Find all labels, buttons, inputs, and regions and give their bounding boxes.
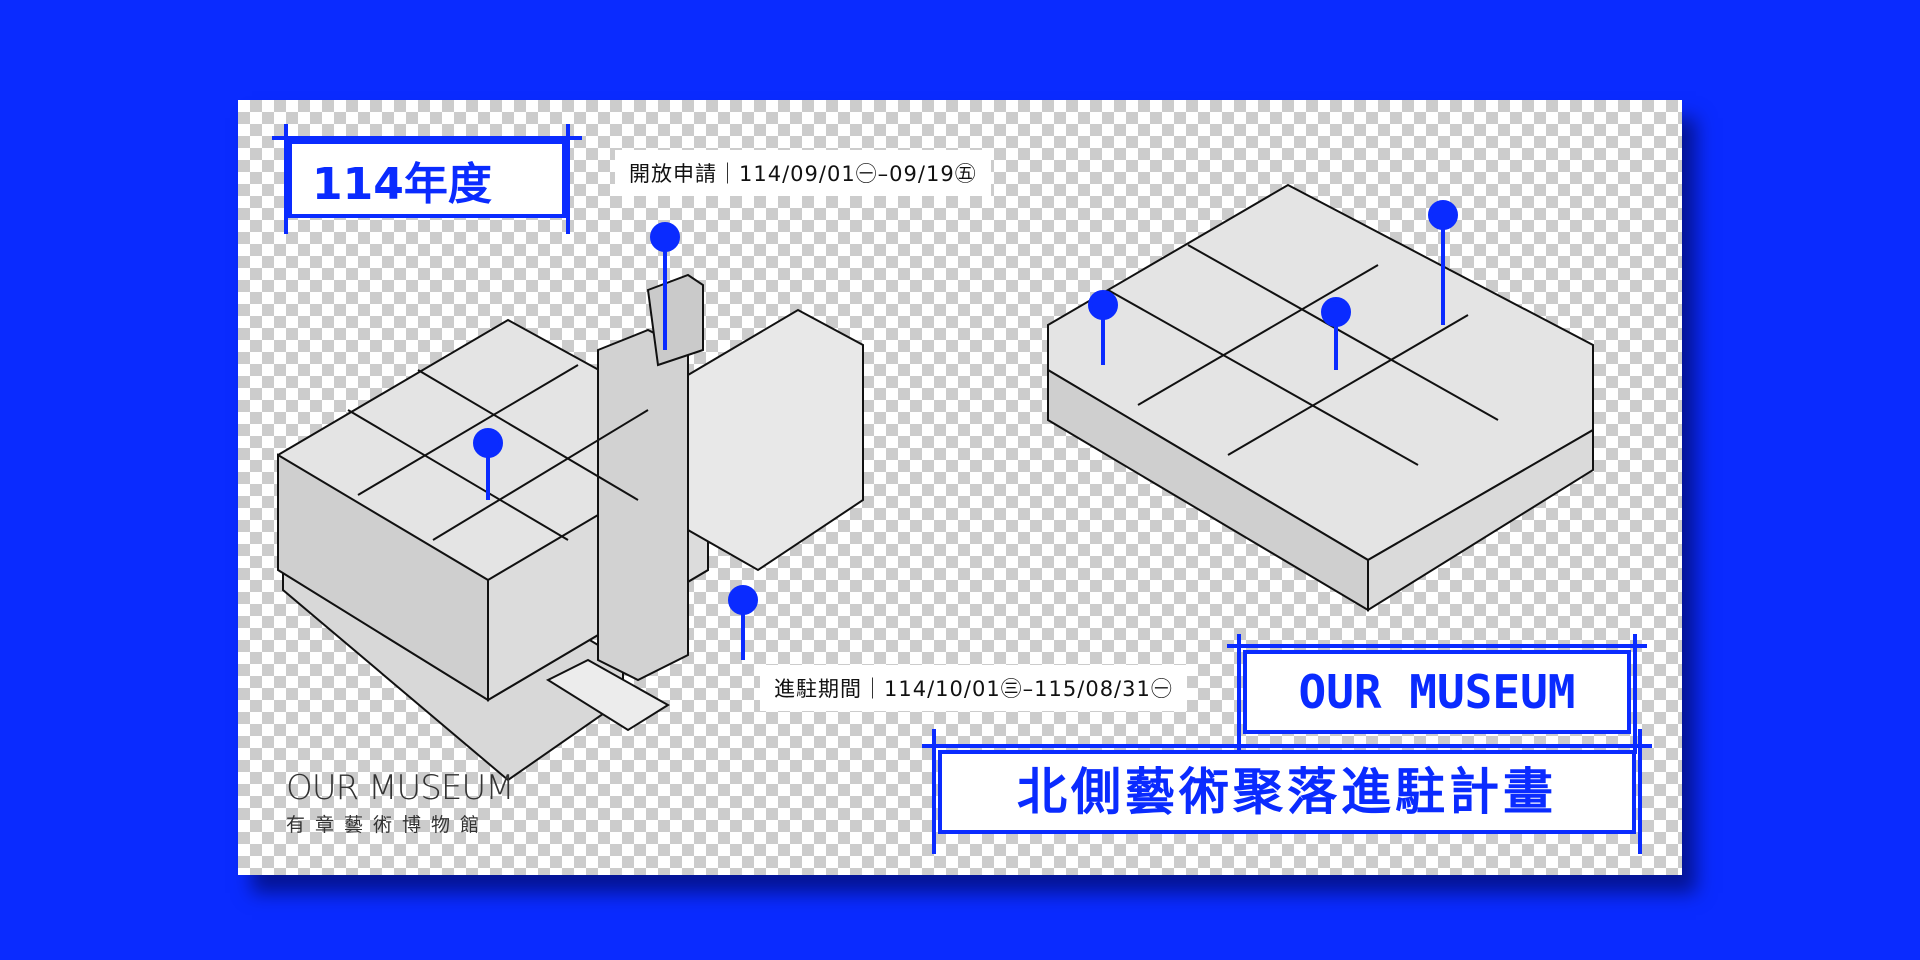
title-zh: 北側藝術聚落進駐計畫 [1017,763,1557,821]
title-en: OUR MUSEUM [1298,665,1576,719]
right-building [1047,183,1594,612]
title-zh-box: 北側藝術聚落進駐計畫 [922,729,1652,854]
residency-period: 進駐期間｜114/10/01㊂–115/08/31㊀ [760,665,1187,711]
pin-icon [1428,200,1458,230]
museum-logo: OUR MUSEUM 有章藝術博物館 [286,768,515,837]
title-en-box: OUR MUSEUM [1227,634,1647,754]
poster-card: 114年度 開放申請｜114/09/01㊀–09/19㊄ 進駐期間｜114/10… [238,100,1682,875]
year-label: 114年度 [312,159,492,210]
pin-icon [650,222,680,252]
isometric-buildings-illustration [277,183,1594,782]
left-building [277,273,864,782]
pin-icon [1088,290,1118,320]
location-pins [473,200,1458,660]
application-period: 開放申請｜114/09/01㊀–09/19㊄ [615,150,991,196]
pin-icon [1321,297,1351,327]
year-badge: 114年度 [272,124,582,234]
logo-zh: 有章藝術博物館 [286,814,490,836]
pin-icon [473,428,503,458]
pin-icon [728,585,758,615]
logo-en: OUR MUSEUM [286,768,515,808]
